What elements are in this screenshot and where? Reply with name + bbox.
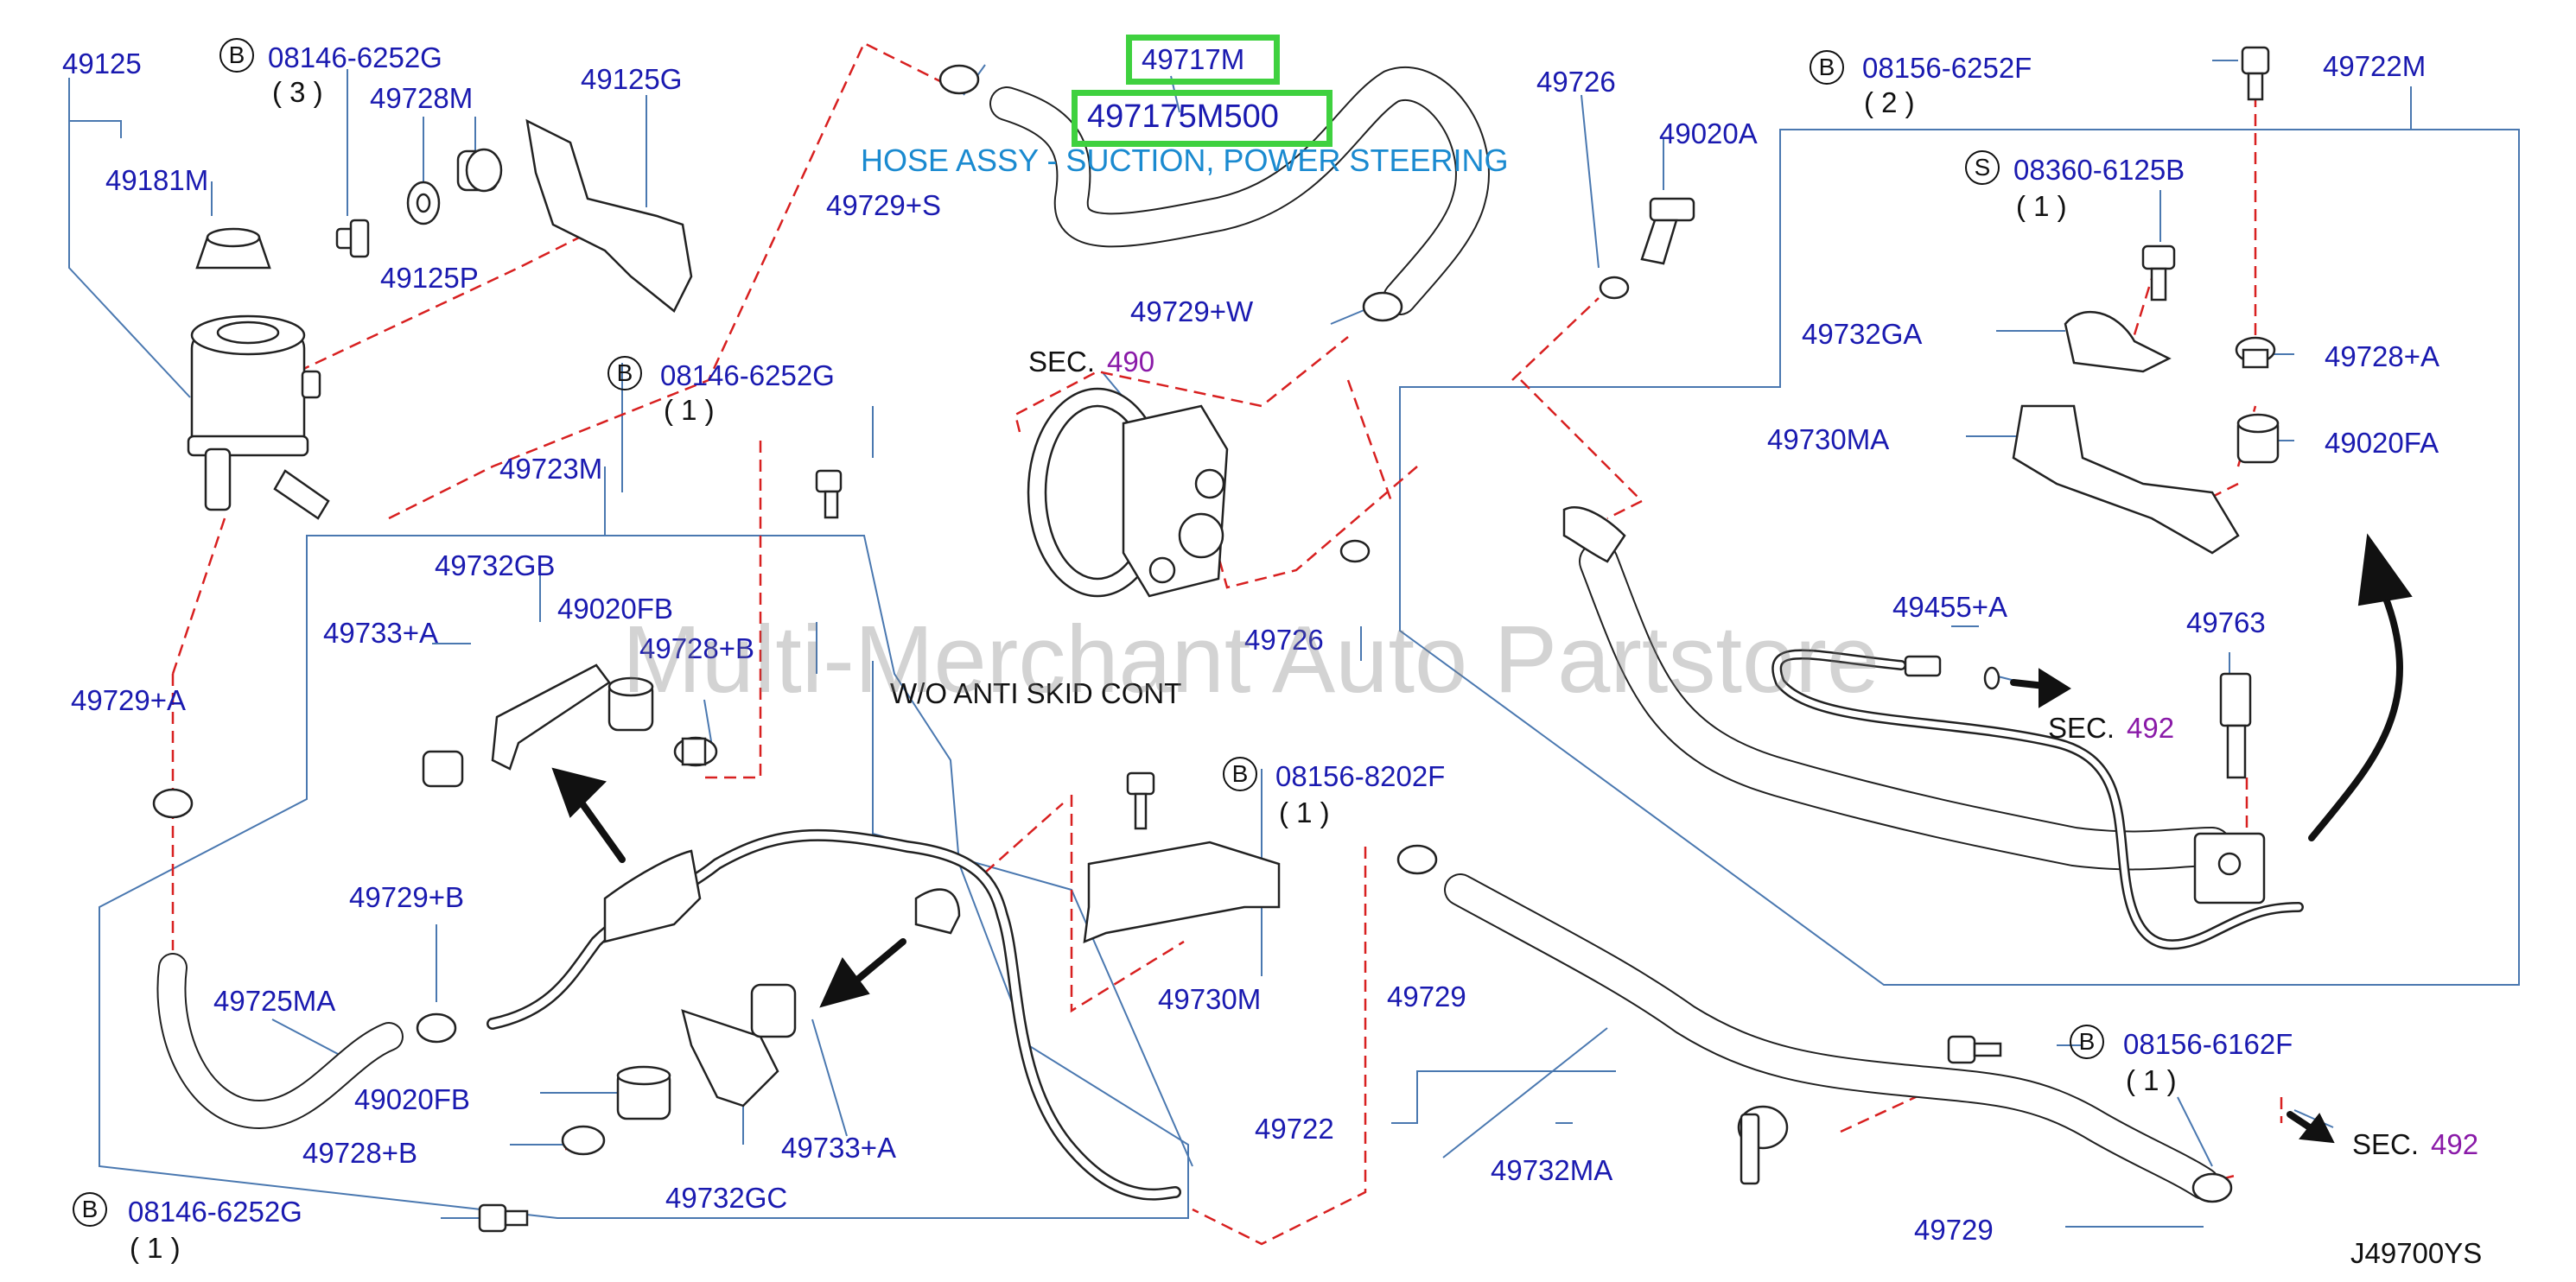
part-label[interactable]: 49725MA	[213, 985, 336, 1017]
part-label[interactable]: 49020FB	[557, 593, 673, 625]
section-reference-492-bottom[interactable]: SEC.492	[2352, 1128, 2479, 1160]
hose-assy-caption: HOSE ASSY - SUCTION, POWER STEERING	[861, 143, 1509, 178]
diagram-code: J49700YS	[2350, 1237, 2483, 1269]
part-label[interactable]: 49020FB	[354, 1083, 470, 1115]
part-label[interactable]: 497175M500	[1087, 98, 1279, 135]
part-label[interactable]: 49733+A	[781, 1132, 897, 1164]
bolt-type-badge: B	[73, 1192, 107, 1227]
part-label[interactable]: 49730M	[1158, 983, 1262, 1015]
bolt-type-badge: B	[1223, 757, 1257, 791]
part-label[interactable]: 49020FA	[2325, 427, 2439, 459]
part-label[interactable]: 49728M	[370, 82, 474, 114]
part-label[interactable]: 49717M	[1142, 43, 1245, 75]
part-label[interactable]: 49733+A	[323, 617, 439, 649]
part-label[interactable]: 49732GB	[435, 549, 556, 581]
part-label[interactable]: 08360-6125B	[2013, 154, 2185, 186]
quantity-label: ( 1 )	[2016, 190, 2067, 222]
hoses	[156, 66, 2304, 1201]
dashed-links	[171, 41, 2283, 1246]
part-label[interactable]: 49726	[1536, 66, 1616, 98]
bolt-type-badge: B	[219, 38, 254, 73]
part-label[interactable]: 49763	[2186, 606, 2266, 638]
part-label[interactable]: 49455+A	[1892, 591, 2008, 623]
part-label[interactable]: 49726	[1244, 624, 1324, 656]
part-label[interactable]: 08146-6252G	[660, 359, 835, 391]
bolt-type-badge: B	[2070, 1025, 2104, 1059]
screw-type-badge: S	[1965, 150, 2000, 185]
quantity-label: ( 1 )	[2126, 1064, 2177, 1096]
part-label[interactable]: 08156-6252F	[1862, 52, 2032, 84]
part-label[interactable]: 49729	[1914, 1214, 1994, 1246]
part-label[interactable]: 49728+B	[302, 1137, 418, 1169]
part-label[interactable]: 49730MA	[1767, 423, 1890, 455]
variant-note: W/O ANTI SKID CONT	[890, 677, 1182, 709]
part-label[interactable]: 49728+A	[2325, 340, 2440, 372]
part-label[interactable]: 49723M	[499, 453, 603, 485]
part-label[interactable]: 49729+W	[1130, 295, 1254, 327]
part-label[interactable]: 49125P	[380, 262, 479, 294]
part-label[interactable]: 08156-8202F	[1275, 760, 1446, 792]
part-label[interactable]: 49722	[1255, 1113, 1334, 1145]
part-label[interactable]: 49125G	[581, 63, 683, 95]
part-label[interactable]: 49728+B	[639, 632, 755, 664]
part-label[interactable]: 49729	[1387, 981, 1466, 1012]
direction-arrows	[551, 533, 2413, 1144]
part-label[interactable]: 08146-6252G	[268, 41, 442, 73]
quantity-label: ( 1 )	[1279, 796, 1330, 828]
quantity-label: ( 1 )	[664, 394, 715, 426]
part-label[interactable]: 49729+A	[71, 684, 187, 716]
part-label[interactable]: 49732GC	[665, 1182, 788, 1214]
part-label[interactable]: 49722M	[2323, 50, 2427, 82]
part-label[interactable]: 49125	[62, 48, 142, 79]
part-label[interactable]: 49732GA	[1802, 318, 1923, 350]
section-reference-490[interactable]: SEC.490	[1028, 346, 1155, 378]
quantity-label: ( 1 )	[130, 1232, 181, 1264]
quantity-label: ( 3 )	[272, 76, 323, 108]
quantity-label: ( 2 )	[1864, 86, 1915, 118]
part-label[interactable]: 49020A	[1659, 117, 1758, 149]
part-label[interactable]: 49181M	[105, 164, 209, 196]
part-label[interactable]: 08156-6162F	[2123, 1028, 2293, 1060]
part-label[interactable]: 49729+S	[826, 189, 942, 221]
bolt-type-badge: B	[607, 356, 642, 390]
section-reference-492-right[interactable]: SEC.492	[2048, 712, 2175, 744]
part-label[interactable]: 49732MA	[1491, 1154, 1613, 1186]
part-label[interactable]: 49729+B	[349, 881, 465, 913]
bolt-type-badge: B	[1810, 50, 1844, 85]
parts	[152, 46, 2280, 1233]
part-label[interactable]: 08146-6252G	[128, 1196, 302, 1228]
